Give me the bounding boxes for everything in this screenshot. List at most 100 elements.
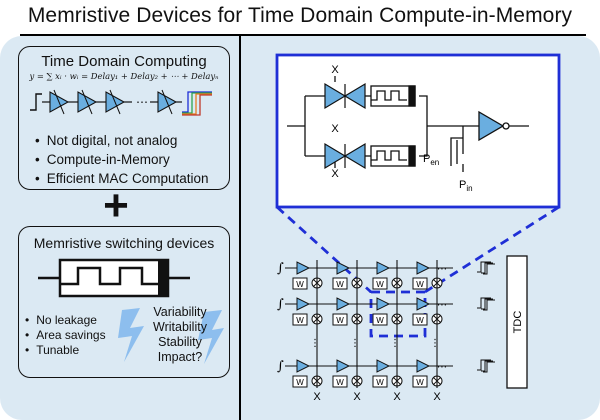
bullet-item: Area savings <box>25 328 105 343</box>
transistor-wire <box>450 126 464 172</box>
weight-cell <box>292 313 308 326</box>
weight-label: W <box>336 378 344 387</box>
lightning-bolt-right-icon <box>198 310 224 364</box>
weight-label: W <box>296 316 304 325</box>
row-vertical-ellipsis: ⋮ <box>350 338 360 349</box>
array-buffer <box>416 297 431 311</box>
transmission-gate-bottom <box>324 142 366 170</box>
row-vertical-ellipsis: ⋮ <box>390 338 400 349</box>
weight-cell <box>412 313 428 326</box>
bullet-item: Not digital, not analog <box>35 131 209 150</box>
array-buffer <box>376 297 391 311</box>
weight-cell <box>332 313 348 326</box>
bullet-item: No leakage <box>25 313 106 328</box>
memristive-heading: Memristive switching devices <box>33 235 215 251</box>
bullet-item: Tunable <box>25 343 106 358</box>
weight-cell <box>292 277 308 290</box>
time-domain-computing-box: Time Domain Computing y = ∑ xᵢ · wᵢ = De… <box>18 46 230 190</box>
delay-buffer-n <box>157 89 178 115</box>
weight-cell <box>372 313 388 326</box>
crossbar-array: ∫ W W W W ⋯ ∫ W W W W ⋯ ∫ W W W W ⋯ X ⋮ X ⋮ X ⋮ X ⋮ <box>277 260 495 403</box>
zoomed-cell-box <box>275 53 561 209</box>
weight-label: W <box>296 280 304 289</box>
memristive-bullets: No leakage Area savings Tunable <box>25 313 106 358</box>
array-buffer <box>416 261 431 275</box>
row-output-waveform <box>477 297 495 311</box>
array-buffer <box>296 297 311 311</box>
weight-cell <box>332 375 348 388</box>
weight-label: W <box>416 316 424 325</box>
lightning-bolts-icon <box>118 308 224 364</box>
time-domain-bullets: Not digital, not analog Compute-in-Memor… <box>35 131 209 188</box>
select-label-bottom: X <box>331 168 339 180</box>
weight-cell <box>332 277 348 290</box>
array-buffer <box>296 261 311 275</box>
weight-label: W <box>296 378 304 387</box>
weight-cell <box>292 375 308 388</box>
weight-cell <box>372 375 388 388</box>
memristive-devices-box: Memristive switching devices No leakage … <box>18 226 230 378</box>
weight-label: W <box>336 280 344 289</box>
pen-label: Pen <box>423 153 439 167</box>
weight-label: W <box>376 378 384 387</box>
select-label-top: X <box>331 64 339 76</box>
delay-buffer-3 <box>105 89 126 115</box>
challenge-item: Stability <box>158 335 202 349</box>
select-label-mid: X <box>331 123 339 135</box>
row-input-symbol: ∫ <box>277 261 284 276</box>
weight-label: W <box>376 316 384 325</box>
challenge-item: Impact? <box>157 350 203 364</box>
row-output-waveform <box>477 359 495 373</box>
row-vertical-ellipsis: ⋮ <box>310 338 320 349</box>
column-ellipsis: ⋯ <box>437 362 447 373</box>
array-buffer <box>336 359 351 373</box>
time-domain-heading: Time Domain Computing <box>41 53 207 70</box>
weight-label: W <box>336 316 344 325</box>
delay-chain-diagram: ⋯ <box>30 89 212 116</box>
input-step-waveform <box>30 93 42 111</box>
weight-label: W <box>416 378 424 387</box>
tdc-block <box>506 255 528 389</box>
output-delay-waveforms <box>182 91 212 116</box>
bullet-item: Compute-in-Memory <box>35 150 209 169</box>
array-buffer <box>416 359 431 373</box>
column-ellipsis: ⋯ <box>437 264 447 275</box>
weight-cell <box>412 277 428 290</box>
merge-wire <box>419 95 479 157</box>
column-select-label: X <box>393 391 401 403</box>
challenge-item: Writability <box>153 320 207 334</box>
row-input-symbol: ∫ <box>277 359 284 374</box>
challenge-item: Variability <box>153 305 207 319</box>
memristive-challenges: Variability Writability Stability Impact… <box>145 305 215 365</box>
tdc-label: TDC <box>512 311 524 334</box>
lightning-bolt-left-icon <box>118 308 144 362</box>
memristor-detail-top <box>365 85 416 107</box>
array-buffer <box>336 261 351 275</box>
array-buffer <box>296 359 311 373</box>
output-buffer <box>478 110 529 142</box>
row-output-waveform <box>477 261 495 275</box>
row-input-symbol: ∫ <box>277 297 284 312</box>
array-buffer <box>336 297 351 311</box>
weight-label: W <box>416 280 424 289</box>
memristor-symbol <box>38 258 190 298</box>
weight-label: W <box>376 280 384 289</box>
input-wire <box>287 95 325 157</box>
title-underline <box>20 34 586 36</box>
delay-buffer-2 <box>77 89 98 115</box>
plus-sign: + <box>103 181 129 230</box>
transmission-gate-top <box>324 82 366 110</box>
column-ellipsis: ⋯ <box>437 300 447 311</box>
column-select-label: X <box>433 391 441 403</box>
array-buffer <box>376 261 391 275</box>
figure-title: Memristive Devices for Time Domain Compu… <box>27 4 573 27</box>
delay-buffer-1 <box>49 89 70 115</box>
column-select-label: X <box>313 391 321 403</box>
weight-cell <box>412 375 428 388</box>
chain-ellipsis: ⋯ <box>136 95 148 109</box>
array-buffer <box>376 359 391 373</box>
row-vertical-ellipsis: ⋮ <box>430 338 440 349</box>
panel-divider <box>239 36 241 420</box>
memristor-detail-bottom <box>365 145 416 167</box>
column-select-label: X <box>353 391 361 403</box>
